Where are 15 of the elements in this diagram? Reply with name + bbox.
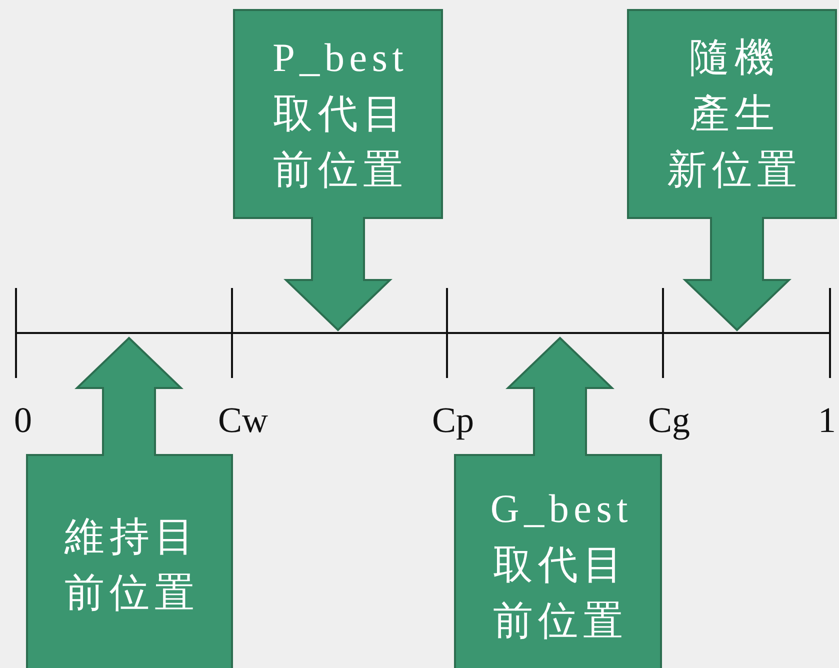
tick-label: Cp bbox=[432, 400, 474, 440]
tick-label: Cg bbox=[648, 400, 690, 440]
callout-text: 取代目前位置 bbox=[272, 90, 409, 194]
tick-label: 0 bbox=[14, 400, 32, 440]
callout-text: 取代目前位置 bbox=[492, 541, 629, 645]
callout-text: 隨機 bbox=[688, 34, 780, 82]
callout-text: 維持目前位置 bbox=[63, 513, 200, 617]
arrow-callout bbox=[628, 10, 836, 330]
callout-text: P_best bbox=[272, 34, 410, 82]
callout-text: G_best bbox=[489, 485, 630, 533]
tick-label: 1 bbox=[818, 400, 836, 440]
tick-label: Cw bbox=[218, 400, 268, 440]
callout-text: 新位置 bbox=[666, 146, 803, 194]
arrow-callout bbox=[234, 10, 442, 330]
callout-text: 產生 bbox=[688, 90, 780, 138]
